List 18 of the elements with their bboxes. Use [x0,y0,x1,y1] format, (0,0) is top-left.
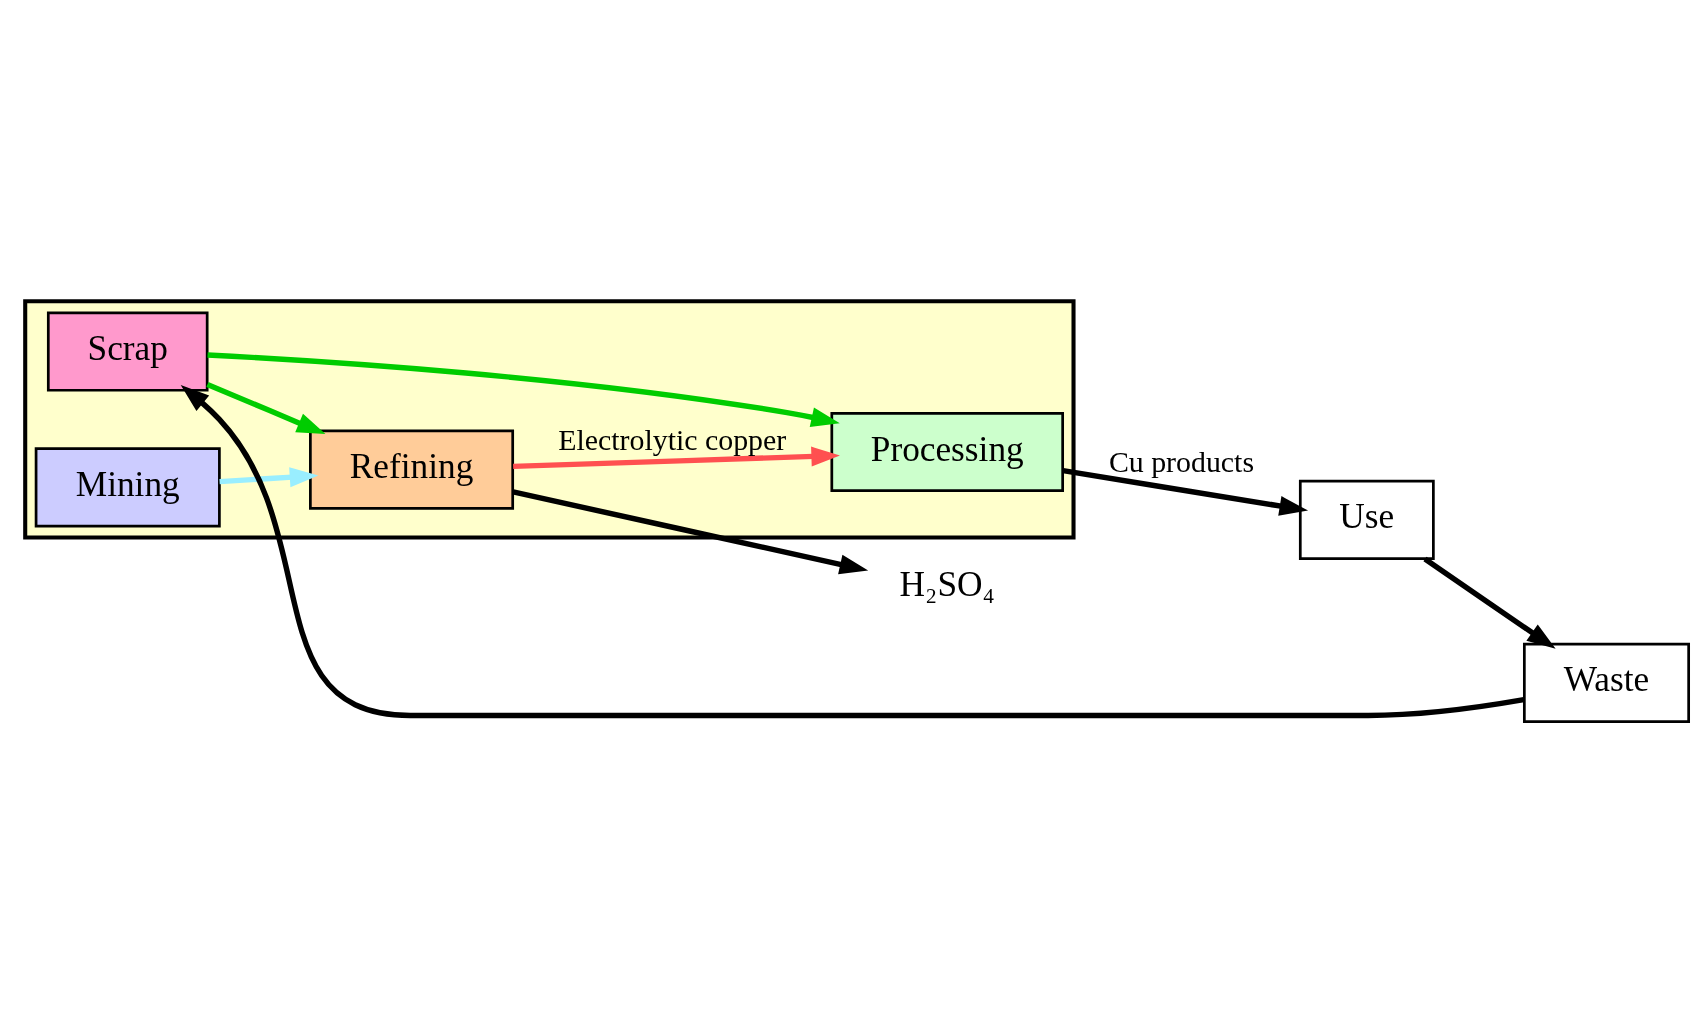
node-box: Refining [309,429,515,510]
arrow [207,351,840,427]
node-box: Mining [34,446,221,527]
node-box: Processing [830,411,1064,492]
edge-label: Electrolytic copper [558,422,787,456]
arrow [206,381,326,434]
edge-label: Cu products [1108,444,1255,478]
cluster [23,298,1076,540]
arrow [512,488,869,574]
arrow [219,466,319,487]
node-box: Waste [1523,642,1690,723]
node-box: Scrap [46,310,209,392]
arrow [180,384,1525,718]
node-text: H₂SO₄ [899,564,995,604]
arrow [1423,556,1556,649]
arrow [513,446,840,469]
arrow [1062,467,1309,516]
node-box: Use [1298,479,1435,560]
